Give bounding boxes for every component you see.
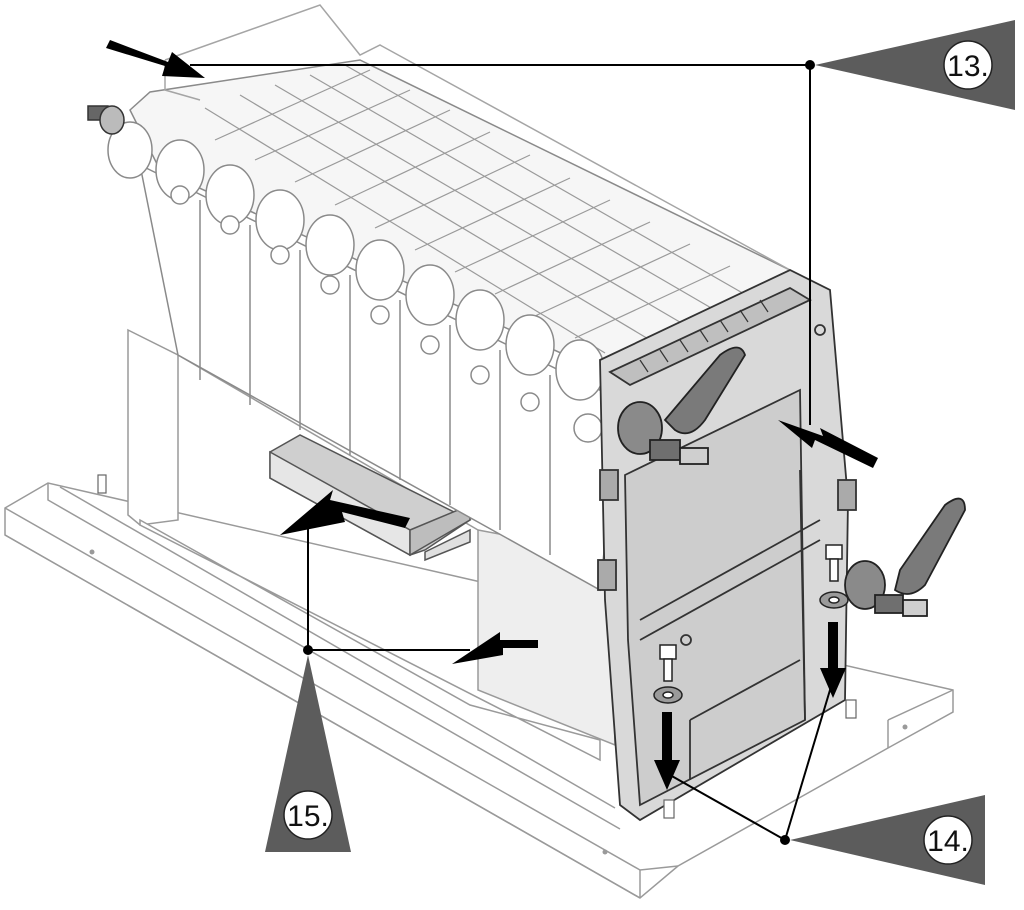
rear-connector — [87, 105, 125, 135]
exchanger-side-ribs — [138, 163, 621, 592]
callout-13: 13. — [815, 20, 1015, 110]
tray-pins — [97, 474, 857, 819]
leader-dots — [303, 60, 815, 845]
clamp-knob-upper — [617, 346, 746, 465]
arrow-13-side — [778, 420, 878, 468]
heat-exchanger-body — [129, 4, 832, 381]
pipe-bends — [107, 121, 605, 443]
callout-14-circle — [923, 815, 973, 865]
clamp-knob-lower — [844, 497, 966, 617]
callout-13-circle — [943, 40, 993, 90]
arrow-15-upper — [280, 490, 410, 535]
screw-left — [653, 644, 683, 704]
callout-13-label: 13. — [947, 50, 989, 83]
callout-14: 14. — [790, 795, 985, 885]
arrows — [106, 40, 878, 790]
top-fins-right — [639, 299, 769, 373]
arrow-15-lower — [452, 632, 538, 664]
arrow-13-top — [106, 40, 205, 78]
arrow-14-right — [820, 622, 846, 698]
callout-15-circle — [283, 790, 333, 840]
callout-14-wedge — [790, 795, 985, 885]
callout-15-label: 15. — [287, 800, 329, 833]
fin-grid — [204, 64, 761, 354]
screw-right — [819, 544, 849, 609]
callout-15: 15. — [265, 655, 351, 852]
arrow-14-left — [654, 712, 680, 790]
combustion-chamber-frame — [127, 328, 616, 762]
callout-14-label: 14. — [927, 825, 969, 858]
leader-lines — [190, 64, 834, 841]
